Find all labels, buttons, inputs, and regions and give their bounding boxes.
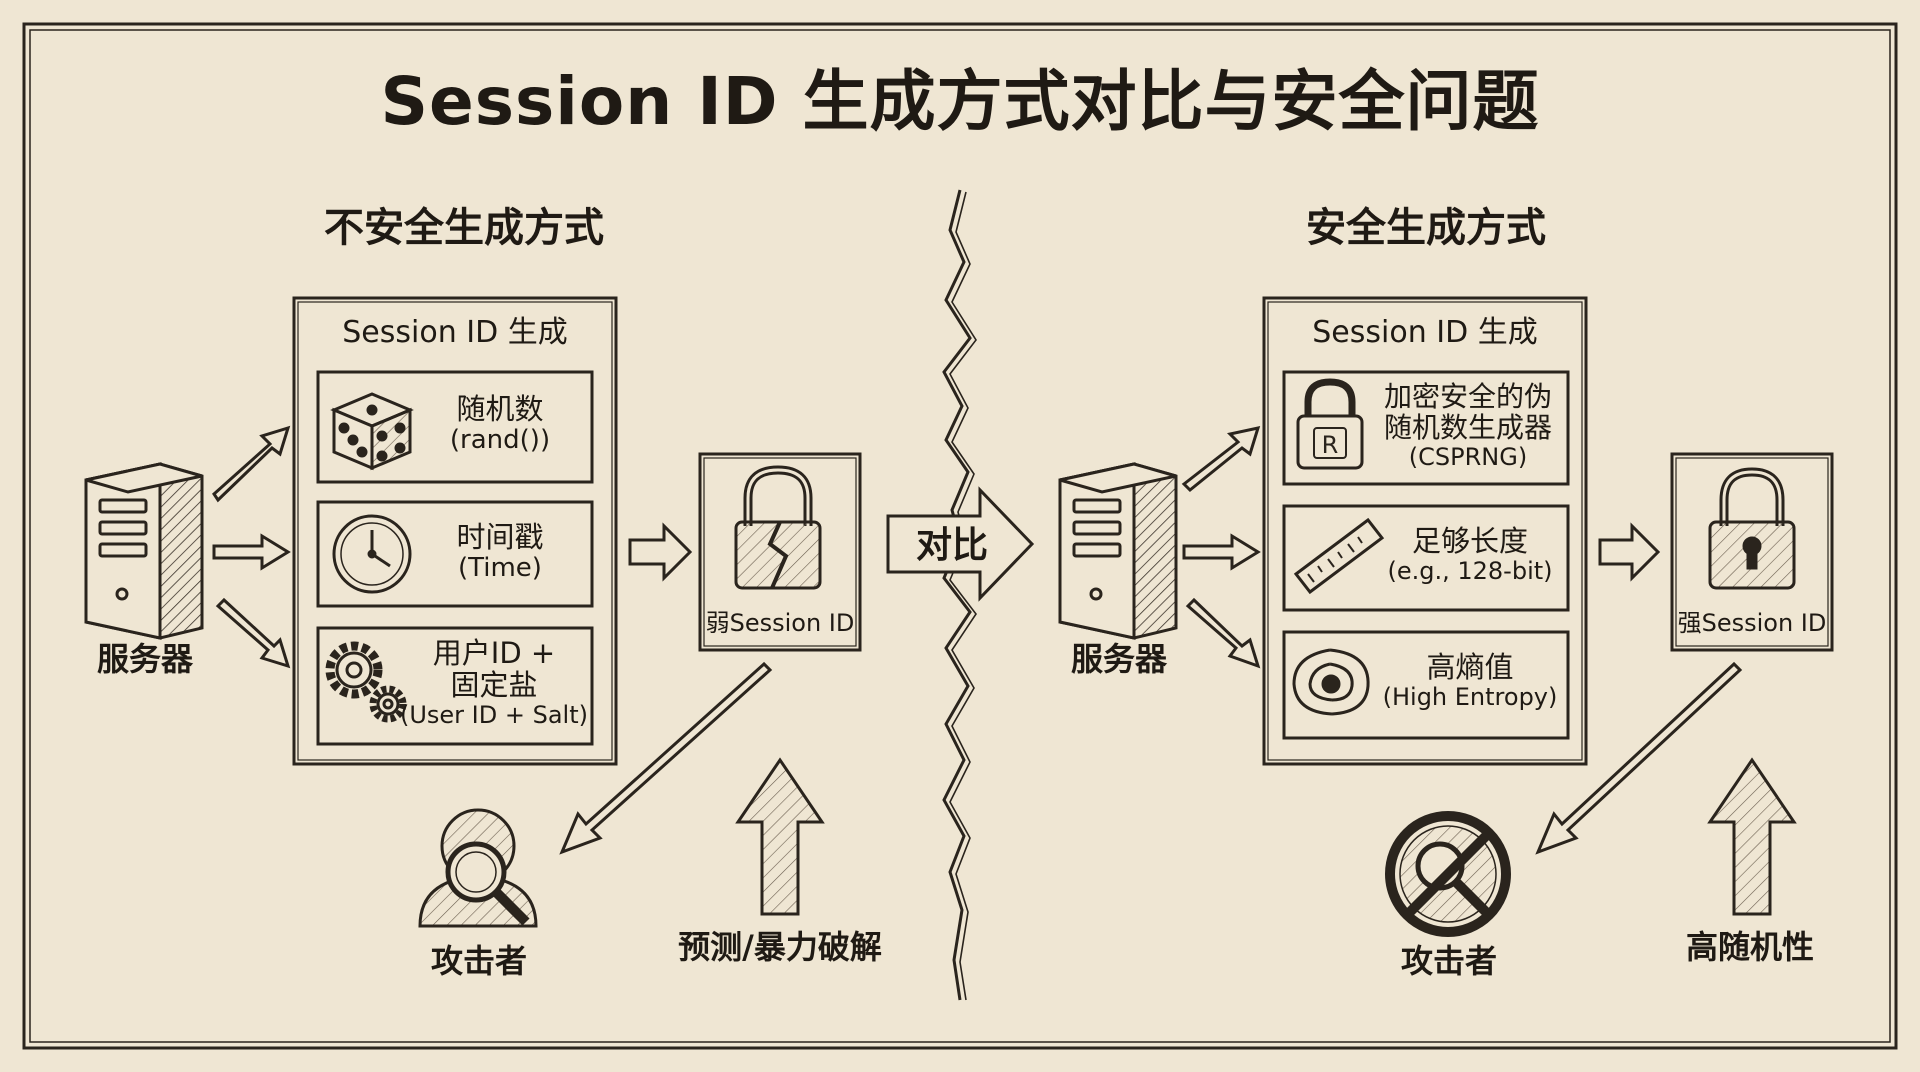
left-item-userid: 用户ID + 固定盐 (User ID + Salt) xyxy=(396,636,592,729)
randomness-label: 高随机性 xyxy=(1685,928,1814,966)
compare-arrow xyxy=(886,486,1035,602)
page-title: Session ID 生成方式对比与安全问题 xyxy=(380,63,1540,140)
gears-icon xyxy=(325,641,407,723)
left-item-userid-label: 用户ID + 固定盐 xyxy=(432,636,556,702)
left-box-title: Session ID 生成 xyxy=(342,315,568,350)
left-heading: 不安全生成方式 xyxy=(324,205,604,251)
box-to-result-arrow-right xyxy=(1598,522,1661,582)
right-item-csprng: 加密安全的伪 随机数生成器 (CSPRNG) xyxy=(1370,380,1566,471)
right-heading: 安全生成方式 xyxy=(1306,205,1546,251)
right-item-length-label: 足够长度 xyxy=(1411,524,1528,558)
result-to-attacker-arrow-right xyxy=(1535,661,1743,855)
server-to-box-arrows-right xyxy=(1181,425,1261,669)
left-server-label: 服务器 xyxy=(96,640,193,678)
outer-frame xyxy=(22,22,1898,1050)
blocked-attacker-icon xyxy=(1385,811,1511,937)
left-item-userid-sub: (User ID + Salt) xyxy=(399,700,588,729)
attacker-magnifier-icon xyxy=(418,808,538,928)
right-item-entropy: 高熵值 (High Entropy) xyxy=(1380,650,1560,711)
right-item-entropy-label: 高熵值 xyxy=(1426,650,1514,684)
broken-padlock-icon xyxy=(734,465,822,590)
padlock-r-letter: R xyxy=(1322,431,1339,459)
jagged-divider xyxy=(942,189,972,1001)
left-item-rand-sub: (rand()) xyxy=(449,424,551,455)
server-to-box-arrows-left xyxy=(212,425,291,669)
right-item-entropy-sub: (High Entropy) xyxy=(1382,682,1558,711)
result-to-attacker-arrow-left xyxy=(559,661,773,855)
right-item-csprng-sub: (CSPRNG) xyxy=(1408,442,1528,471)
compare-label: 对比 xyxy=(916,525,989,566)
padlock-r-icon xyxy=(1296,378,1364,470)
attack-method-label: 预测/暴力破解 xyxy=(678,928,882,966)
randomness-up-arrow xyxy=(1707,757,1797,916)
attack-up-arrow xyxy=(735,757,825,916)
clock-icon xyxy=(332,514,412,594)
box-to-result-arrow-left xyxy=(628,522,693,582)
left-attacker-label: 攻击者 xyxy=(430,942,527,980)
left-item-time-label: 时间戳 xyxy=(456,520,544,554)
right-server-label: 服务器 xyxy=(1070,640,1167,678)
right-item-csprng-label: 加密安全的伪 随机数生成器 xyxy=(1383,380,1552,444)
left-item-time: 时间戳 (Time) xyxy=(420,520,580,583)
right-box-title: Session ID 生成 xyxy=(1312,315,1538,350)
right-item-length: 足够长度 (e.g., 128-bit) xyxy=(1380,524,1560,585)
dice-icon xyxy=(330,392,414,471)
server-icon-right xyxy=(1058,462,1178,640)
server-icon-left xyxy=(84,462,204,640)
weak-session-label: 弱Session ID xyxy=(705,609,855,637)
left-item-rand-label: 随机数 xyxy=(456,392,544,426)
vortex-icon xyxy=(1292,648,1370,716)
right-item-length-sub: (e.g., 128-bit) xyxy=(1387,556,1553,585)
strong-session-label: 强Session ID xyxy=(1677,609,1827,637)
ruler-icon xyxy=(1293,517,1385,595)
right-attacker-label: 攻击者 xyxy=(1400,942,1497,980)
left-item-time-sub: (Time) xyxy=(458,552,542,583)
left-item-rand: 随机数 (rand()) xyxy=(420,392,580,455)
padlock-icon xyxy=(1708,467,1796,590)
